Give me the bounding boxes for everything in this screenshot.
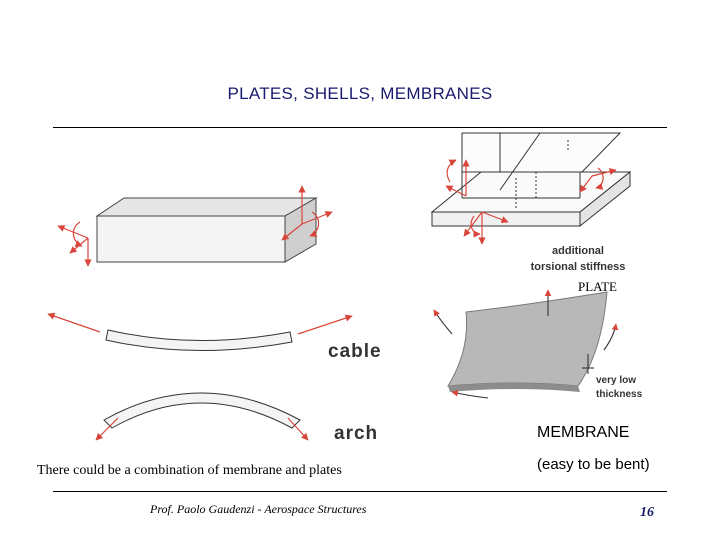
- plate-illustration: [430, 132, 632, 228]
- slide-title: PLATES, SHELLS, MEMBRANES: [227, 84, 493, 103]
- plate-label: PLATE: [578, 279, 617, 294]
- membrane-illustration: [433, 289, 619, 399]
- title-divider: [53, 127, 667, 128]
- very-low-label: very low: [596, 375, 637, 386]
- membrane-note: (easy to be bent): [537, 456, 650, 473]
- combination-note: There could be a combination of membrane…: [37, 463, 342, 478]
- torsional-stiffness-label: torsional stiffness: [530, 261, 626, 273]
- additional-label: additional: [552, 245, 604, 257]
- arch-illustration: [95, 392, 309, 441]
- plate-arrows: [445, 159, 617, 245]
- beam-arrows: [57, 185, 333, 267]
- thickness-label: thickness: [596, 389, 643, 400]
- footer-author: Prof. Paolo Gaudenzi - Aerospace Structu…: [150, 502, 367, 516]
- cable-label: cable: [328, 341, 382, 362]
- beam-illustration: [95, 197, 318, 263]
- cable-illustration: [47, 312, 353, 351]
- membrane-label: MEMBRANE: [537, 424, 630, 441]
- page-number: 16: [640, 505, 654, 520]
- footer-divider: [53, 491, 667, 492]
- arch-label: arch: [334, 423, 379, 444]
